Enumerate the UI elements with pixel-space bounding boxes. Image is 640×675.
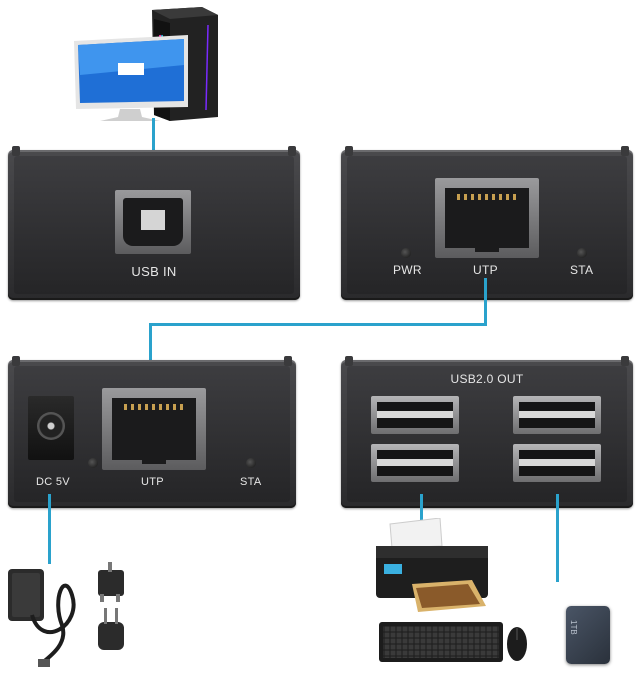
- sta-label-sender: STA: [570, 263, 594, 277]
- sta-led: [577, 248, 587, 258]
- sender-usb-panel: USB IN: [8, 146, 300, 300]
- rj45-port-receiver: [102, 388, 206, 470]
- usb-b-port: [115, 190, 191, 254]
- plug-adapters-icon: [98, 562, 124, 650]
- cable-hdd: [556, 494, 559, 582]
- usb-in-label: USB IN: [131, 264, 177, 279]
- pwr-label: PWR: [393, 263, 422, 277]
- usb-a-port-1: [371, 396, 459, 434]
- receiver-utp-panel: DC 5V UTP STA: [8, 356, 296, 508]
- usb-a-port-2: [371, 444, 459, 482]
- computer-icon: [74, 7, 218, 121]
- pwr-led: [401, 248, 411, 258]
- printer-icon: [376, 518, 488, 612]
- sender-utp-panel: PWR UTP STA: [341, 146, 633, 300]
- mouse-icon: [507, 627, 527, 661]
- utp-label-sender: UTP: [473, 263, 498, 277]
- cable-printer: [420, 494, 423, 536]
- receiver-sta-led: [246, 458, 256, 468]
- rj45-port-sender: [435, 178, 539, 258]
- keyboard-icon: [379, 622, 503, 662]
- dc-jack: [28, 396, 74, 460]
- usb-a-port-4: [513, 444, 601, 482]
- cable-utp-2: [149, 323, 487, 326]
- sta-label-receiver: STA: [240, 476, 262, 488]
- cable-utp-1: [484, 278, 487, 326]
- dc-5v-label: DC 5V: [36, 476, 70, 488]
- cable-utp-3: [149, 323, 152, 383]
- receiver-led-1: [88, 458, 98, 468]
- receiver-usb-panel: USB2.0 OUT: [341, 356, 633, 508]
- hard-drive-icon: 1TB: [566, 606, 610, 664]
- utp-label-receiver: UTP: [141, 476, 164, 488]
- power-adapter-icon: [8, 569, 76, 667]
- cable-power: [48, 494, 51, 564]
- usb-a-port-3: [513, 396, 601, 434]
- hdd-label: 1TB: [569, 620, 578, 635]
- usb-out-label: USB2.0 OUT: [450, 372, 524, 386]
